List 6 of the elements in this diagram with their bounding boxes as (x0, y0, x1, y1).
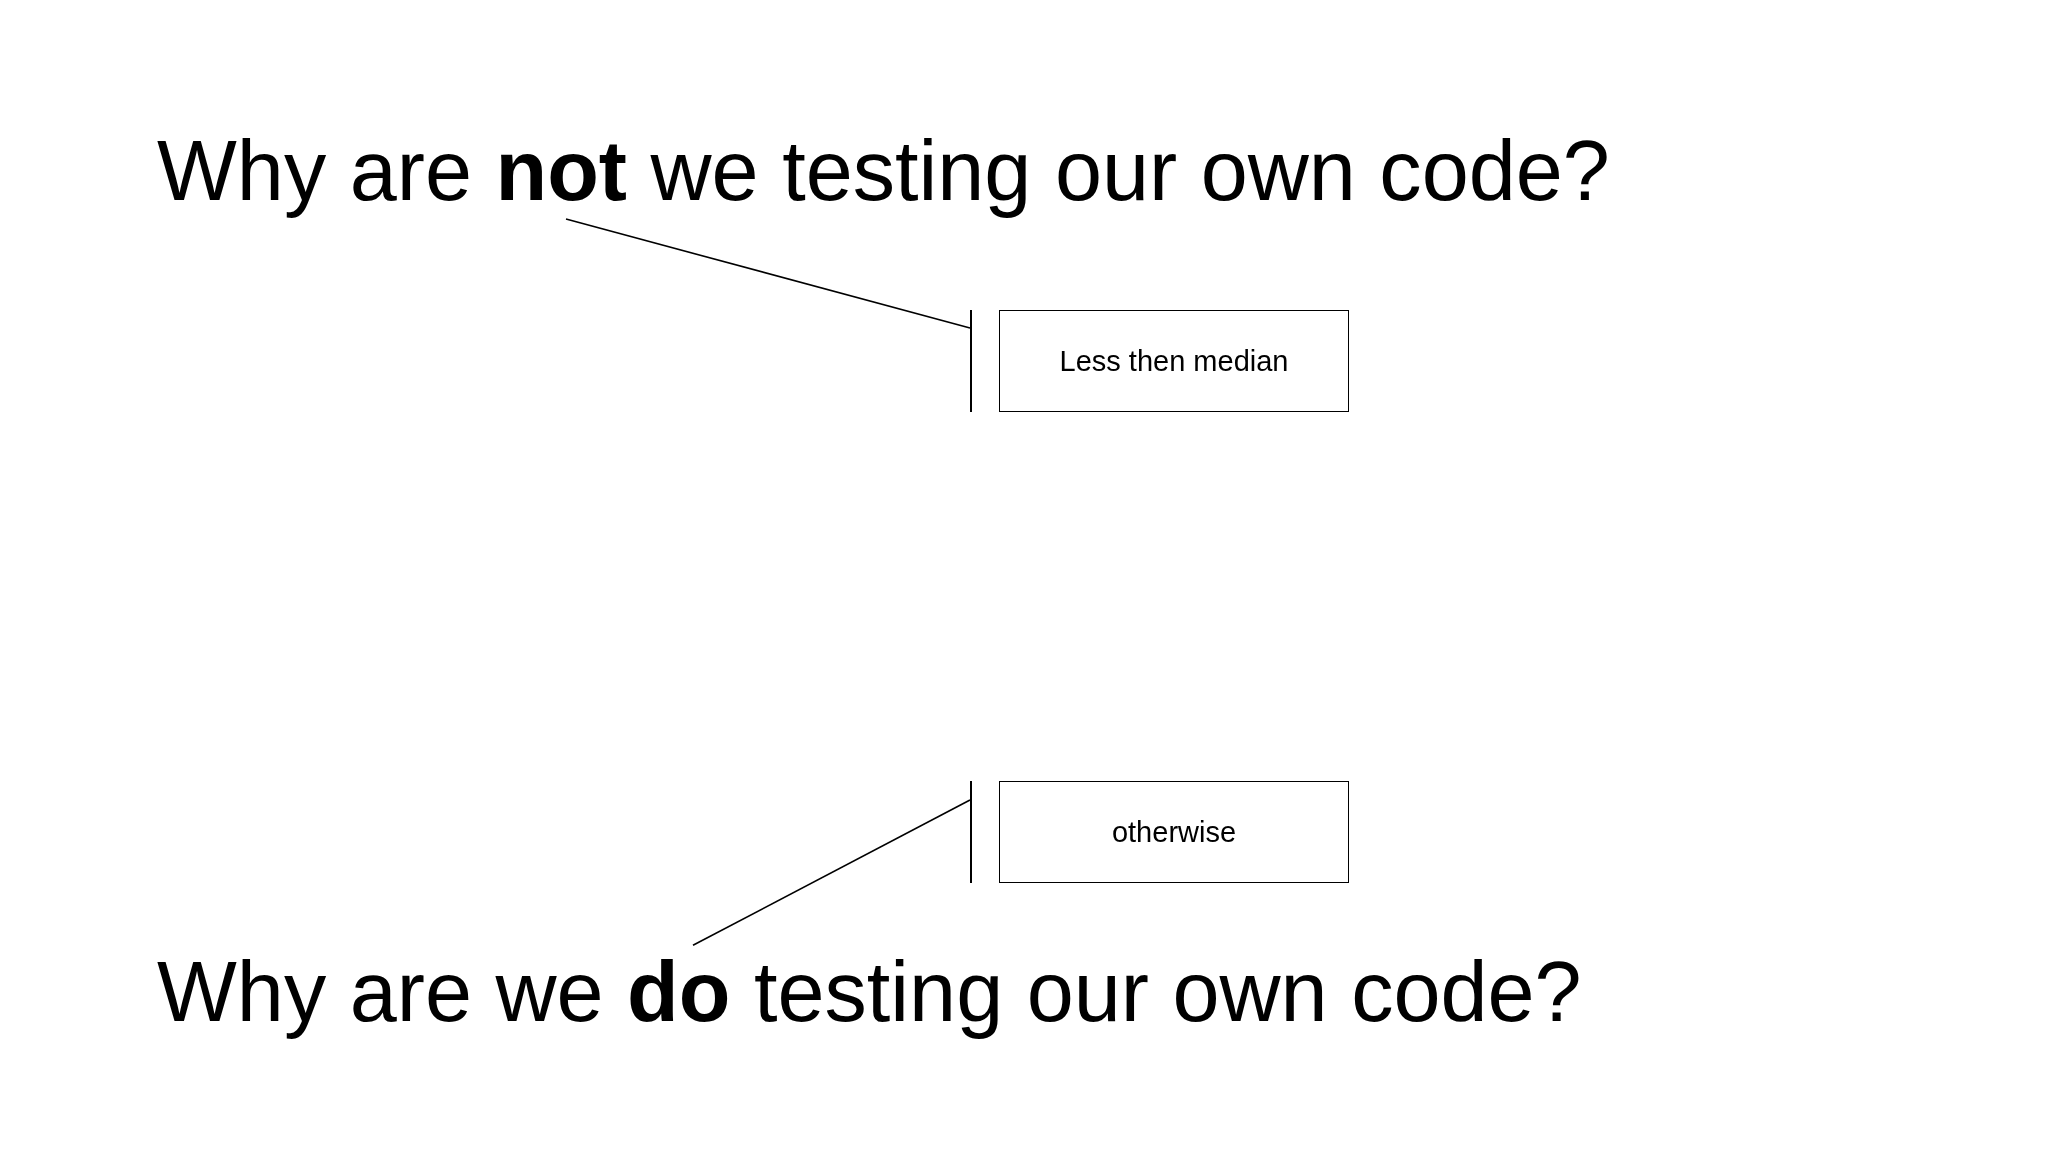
question-text: Why are we do testing our own code? (157, 945, 1582, 1041)
question-text: Why are not we testing our own code? (157, 124, 1610, 220)
leader-line (565, 218, 971, 329)
callout-box: otherwise (999, 781, 1349, 883)
leader-line (692, 799, 971, 947)
callout-box: Less then median (999, 310, 1349, 412)
